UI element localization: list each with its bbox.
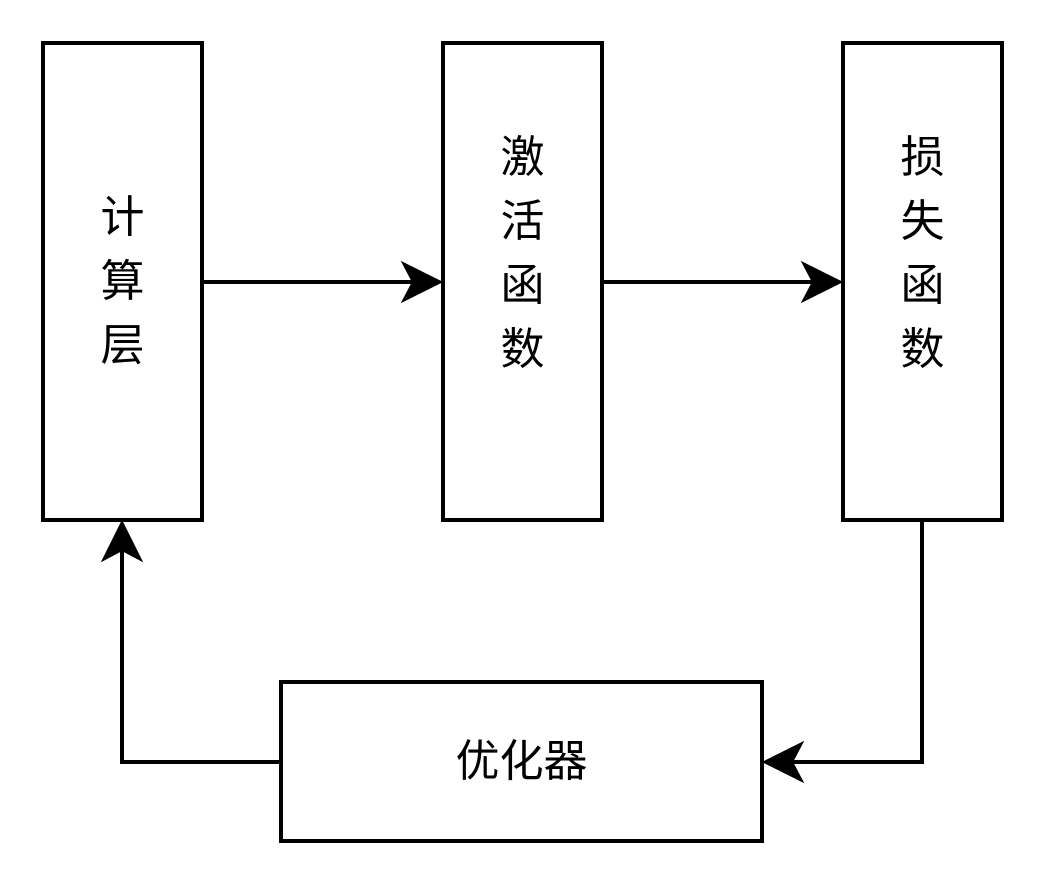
optimizer-label: 优化器 xyxy=(455,735,588,787)
arrow-activation-to-loss-head xyxy=(800,260,844,304)
activation-function-label: 激活函数 xyxy=(500,131,545,375)
compute-layer-box: 计算层 xyxy=(41,41,204,522)
arrow-loss-to-optimizer-shaft xyxy=(793,522,924,764)
arrow-compute-to-activation-head xyxy=(400,260,444,304)
arrow-loss-to-optimizer-head xyxy=(761,740,805,784)
activation-function-box: 激活函数 xyxy=(441,41,604,522)
loss-function-box: 损失函数 xyxy=(841,41,1004,522)
compute-layer-label: 计算层 xyxy=(100,191,145,371)
optimizer-box: 优化器 xyxy=(279,680,764,843)
arrow-optimizer-to-compute-shaft xyxy=(120,551,279,764)
loss-function-label: 损失函数 xyxy=(900,131,945,375)
arrow-optimizer-to-compute-head xyxy=(100,519,144,563)
